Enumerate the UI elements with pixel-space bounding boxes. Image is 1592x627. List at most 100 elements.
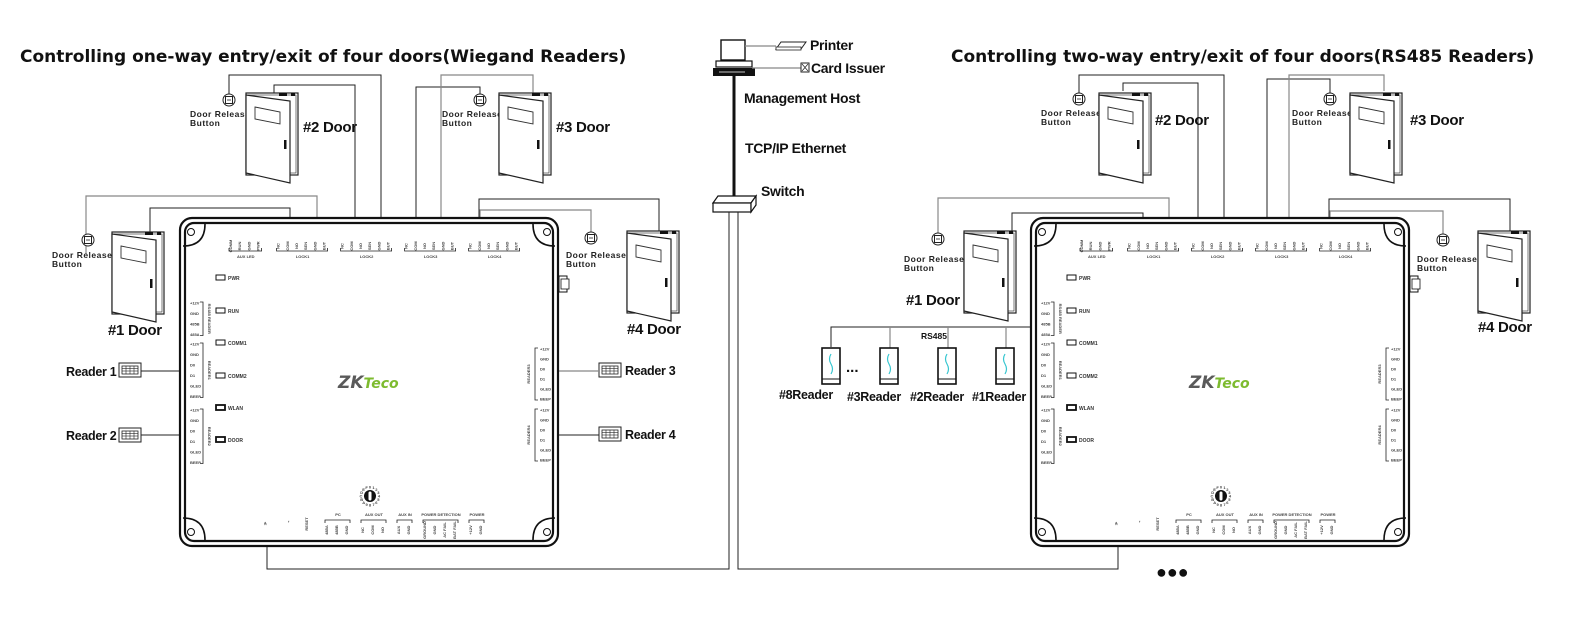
svg-text:9: 9 — [365, 502, 368, 507]
svg-text:COM: COM — [370, 525, 375, 535]
door-release-button-icon — [1436, 233, 1450, 247]
svg-text:GND: GND — [246, 241, 251, 250]
svg-text:0: 0 — [1220, 485, 1223, 490]
svg-text:DOOR: DOOR — [228, 438, 243, 444]
svg-text:COM: COM — [285, 241, 290, 251]
svg-text:485A: 485A — [190, 332, 200, 337]
usb-port-icon: ⸢ — [1139, 520, 1141, 525]
door-4-label: #4 Door — [1478, 319, 1532, 336]
reset-button[interactable]: RESET — [1155, 517, 1160, 531]
svg-text:7: 7 — [1223, 502, 1226, 507]
svg-text:BAT FAIL: BAT FAIL — [1303, 521, 1308, 539]
door-3-label: #3 Door — [556, 119, 610, 136]
svg-text:SEN: SEN — [1218, 242, 1223, 250]
svg-text:SEN: SEN — [1282, 242, 1287, 250]
svg-text:SEN: SEN — [367, 242, 372, 250]
svg-text:GLED: GLED — [1041, 384, 1052, 389]
svg-text:GND: GND — [1291, 241, 1296, 250]
svg-text:GND: GND — [504, 241, 509, 250]
svg-text:GND: GND — [1257, 525, 1262, 534]
door-3-icon — [1349, 92, 1403, 184]
mount-hole-icon — [1394, 228, 1402, 236]
svg-text:485A: 485A — [324, 525, 329, 535]
svg-text:Button: Button — [566, 259, 596, 269]
svg-text:READER3: READER3 — [526, 364, 531, 384]
door-2-icon — [1098, 92, 1152, 184]
door-1-icon — [111, 231, 165, 323]
svg-text:+12V: +12V — [1041, 301, 1051, 306]
svg-text:LOCK3: LOCK3 — [1275, 254, 1289, 259]
reader-1-label: Reader 1 — [66, 365, 117, 379]
led-comm2-icon — [1066, 372, 1077, 379]
more-controllers-dots: ●●● — [1156, 562, 1189, 582]
svg-text:BEEP: BEEP — [190, 460, 201, 465]
svg-text:GLED: GLED — [190, 384, 201, 389]
svg-text:NO: NO — [1337, 243, 1342, 249]
svg-text:READER1: READER1 — [207, 361, 212, 381]
mount-hole-icon — [187, 528, 195, 536]
reader-4-label: Reader 4 — [625, 428, 676, 442]
svg-text:5: 5 — [377, 497, 380, 502]
svg-text:COM: COM — [413, 241, 418, 251]
svg-text:SEN: SEN — [1154, 242, 1159, 250]
svg-text:LOCK4: LOCK4 — [488, 254, 502, 259]
reset-button[interactable]: RESET — [304, 517, 309, 531]
svg-text:GND: GND — [406, 525, 411, 534]
svg-text:Button: Button — [1292, 117, 1322, 127]
svg-text:BUT: BUT — [1237, 241, 1242, 250]
svg-text:BUT: BUT — [386, 241, 391, 250]
reader-2-label: Reader 2 — [66, 429, 117, 443]
led-comm1-icon — [1066, 339, 1077, 346]
svg-text:+12V: +12V — [190, 301, 200, 306]
svg-text:Door Release: Door Release — [904, 254, 964, 264]
right-diagram-title: Controlling two-way entry/exit of four d… — [951, 47, 1534, 67]
svg-text:485A: 485A — [1041, 332, 1051, 337]
zkteco-logo: ZKTeco — [1188, 373, 1250, 393]
svg-text:AUX IN: AUX IN — [1249, 512, 1263, 517]
svg-text:GND: GND — [540, 357, 549, 362]
svg-text:Door Release: Door Release — [52, 250, 112, 260]
mount-hole-icon — [187, 228, 195, 236]
svg-text:GND: GND — [1391, 357, 1400, 362]
svg-text:NC: NC — [468, 243, 473, 249]
svg-text:D1: D1 — [1391, 438, 1397, 443]
svg-text:+12V: +12V — [540, 347, 550, 352]
svg-text:DOOR: DOOR — [1079, 438, 1094, 444]
svg-text:D0: D0 — [1041, 363, 1047, 368]
svg-text:D1: D1 — [1391, 377, 1397, 382]
svg-text:AC FAIL: AC FAIL — [442, 522, 447, 538]
svg-text:COMM: COMM — [228, 239, 233, 252]
zkteco-logo: ZKTeco — [337, 373, 399, 393]
svg-text:1: 1 — [1223, 485, 1226, 490]
svg-text:RUN: RUN — [1079, 309, 1090, 315]
svg-text:F: F — [365, 485, 368, 490]
svg-text:GND: GND — [1041, 418, 1050, 423]
svg-text:GND: GND — [1195, 525, 1200, 534]
svg-text:POWER DETECTION: POWER DETECTION — [421, 512, 460, 517]
led-run-icon — [215, 307, 226, 314]
svg-text:AUX OUT: AUX OUT — [1216, 512, 1235, 517]
svg-text:NC: NC — [276, 243, 281, 249]
svg-text:5: 5 — [1228, 497, 1231, 502]
door-release-button-icon — [1323, 92, 1337, 106]
svg-text:READER2: READER2 — [207, 427, 212, 447]
svg-text:485B: 485B — [334, 525, 339, 535]
svg-text:READER1: READER1 — [1058, 361, 1063, 381]
door-release-button-icon — [584, 231, 598, 245]
led-wlan-icon — [1066, 404, 1077, 411]
svg-text:D1: D1 — [190, 373, 196, 378]
svg-text:POWER: POWER — [469, 512, 484, 517]
svg-text:+12V: +12V — [1041, 342, 1051, 347]
svg-text:BEEP: BEEP — [540, 458, 551, 463]
switch-icon — [711, 194, 758, 214]
